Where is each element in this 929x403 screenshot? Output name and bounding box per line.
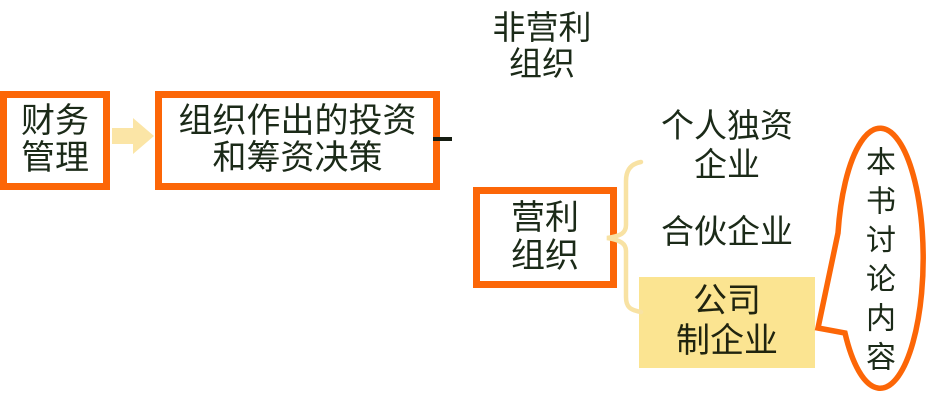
profit-line1: 营利 (511, 200, 579, 237)
right-block-arrow-icon (112, 118, 154, 154)
sole-proprietorship-label: 个人独资 企业 (637, 108, 817, 186)
decisions-line2: 和筹资决策 (212, 140, 383, 177)
investment-financing-decisions-box: 组织作出的投资 和筹资决策 (155, 91, 440, 190)
corporate-line2: 制企业 (676, 323, 778, 360)
corporate-enterprise-box: 公司 制企业 (639, 277, 815, 368)
nonprofit-organization-label: 非营利 组织 (452, 11, 632, 83)
sole-line2: 企业 (694, 148, 760, 184)
nonprofit-line2: 组织 (509, 47, 575, 83)
financial-management-box: 财务 管理 (0, 91, 110, 190)
sole-line1: 个人独资 (661, 109, 793, 145)
decisions-line1: 组织作出的投资 (178, 103, 417, 140)
nonprofit-line1: 非营利 (492, 11, 592, 47)
financial-management-line2: 管理 (21, 140, 89, 177)
profit-line2: 组织 (511, 238, 579, 275)
profit-organization-box: 营利 组织 (473, 187, 617, 288)
partnership-label: 合伙企业 (637, 215, 817, 251)
financial-management-line1: 财务 (21, 103, 89, 140)
book-discussion-callout-text: 本书讨论内容 (861, 146, 894, 380)
partnership-text: 合伙企业 (661, 215, 793, 251)
corporate-line1: 公司 (693, 283, 761, 320)
